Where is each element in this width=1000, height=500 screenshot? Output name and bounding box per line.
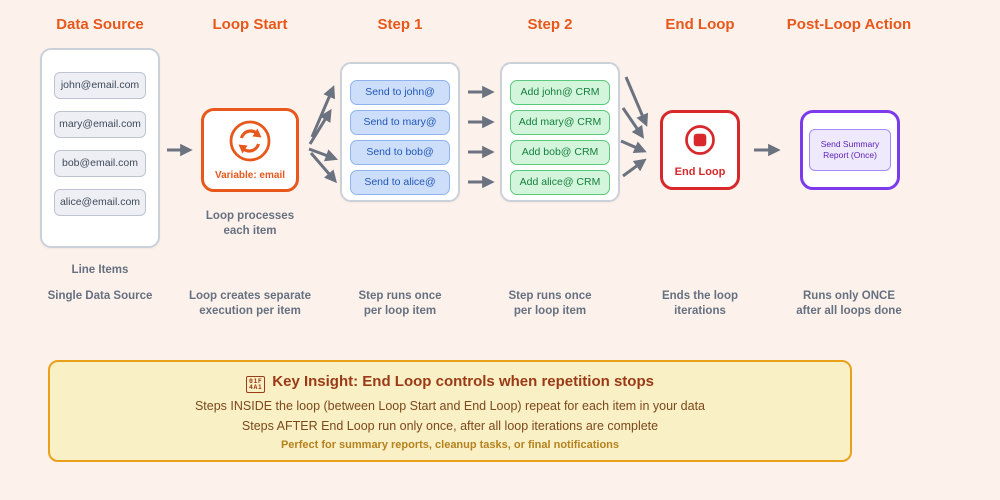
- insight-line-1: Steps INSIDE the loop (between Loop Star…: [194, 398, 706, 413]
- arrow-converge-endloop-1: [624, 76, 649, 127]
- step2-node: Add john@ CRM Add mary@ CRM Add bob@ CRM…: [500, 62, 620, 202]
- caption-line: per loop item: [513, 305, 587, 317]
- end-loop-caption: Ends the loop iterations: [625, 289, 775, 319]
- step1-item: Send to mary@: [350, 110, 450, 135]
- caption-line: execution per item: [199, 305, 301, 317]
- arrow-loop-fanout-2: [308, 108, 332, 145]
- insight-line-3: Perfect for summary reports, cleanup tas…: [280, 438, 620, 451]
- post-loop-node: Send Summary Report (Once): [800, 110, 900, 190]
- caption-line: Runs only ONCE: [802, 290, 895, 302]
- insight-title-text: Key Insight: End Loop controls when repe…: [272, 373, 654, 390]
- arrow-converge-endloop-4: [622, 158, 647, 178]
- data-source-label: Line Items: [71, 264, 129, 276]
- note-line: Loop processes: [205, 210, 295, 222]
- caption-line: Step runs once: [508, 290, 592, 302]
- data-source-row: bob@email.com: [54, 150, 146, 177]
- arrow-converge-endloop-3: [620, 139, 647, 154]
- data-source-row: john@email.com: [54, 72, 146, 99]
- arrow-loop-fanout-1: [310, 85, 336, 138]
- step2-item: Add mary@ CRM: [510, 110, 610, 135]
- end-loop-node: End Loop: [660, 110, 740, 190]
- caption-line: iterations: [674, 305, 726, 317]
- action-line: Send Summary: [820, 139, 880, 149]
- header-loop-start: Loop Start: [212, 16, 288, 33]
- step1-node: Send to john@ Send to mary@ Send to bob@…: [340, 62, 460, 202]
- post-loop-caption: Runs only ONCE after all loops done: [759, 289, 939, 319]
- loop-start-node: Variable: email: [201, 108, 299, 192]
- caption-line: Ends the loop: [661, 290, 739, 302]
- caption-line: after all loops done: [796, 305, 902, 317]
- caption-line: Loop creates separate: [188, 290, 312, 302]
- loop-variable-label: Variable: email: [214, 170, 286, 181]
- caption-line: Step runs once: [358, 290, 442, 302]
- header-step-2: Step 2: [527, 16, 573, 33]
- caption-line: per loop item: [363, 305, 437, 317]
- stop-icon: [682, 122, 718, 163]
- arrow-converge-endloop-2: [621, 107, 645, 139]
- step1-item: Send to alice@: [350, 170, 450, 195]
- step1-item: Send to john@: [350, 80, 450, 105]
- data-source-node: john@email.com mary@email.com bob@email.…: [40, 48, 160, 248]
- header-data-source: Data Source: [56, 16, 144, 33]
- arrow-loop-fanout-3: [308, 147, 339, 162]
- data-source-row: mary@email.com: [54, 111, 146, 138]
- header-end-loop: End Loop: [665, 16, 735, 33]
- step1-caption: Step runs once per loop item: [325, 289, 475, 319]
- header-step-1: Step 1: [377, 16, 423, 33]
- post-loop-action-box: Send Summary Report (Once): [809, 129, 891, 171]
- arrow-loop-fanout-4: [309, 152, 338, 184]
- header-post-loop-action: Post-Loop Action: [786, 16, 912, 33]
- step2-item: Add john@ CRM: [510, 80, 610, 105]
- step1-item: Send to bob@: [350, 140, 450, 165]
- loop-start-note: Loop processes each item: [175, 209, 325, 239]
- step2-caption: Step runs once per loop item: [475, 289, 625, 319]
- step2-item: Add alice@ CRM: [510, 170, 610, 195]
- loop-start-caption: Loop creates separate execution per item: [155, 289, 345, 319]
- loop-refresh-icon: [228, 119, 272, 168]
- note-line: each item: [223, 225, 277, 237]
- action-line: Report (Once): [823, 150, 877, 160]
- insight-line-2: Steps AFTER End Loop run only once, afte…: [241, 418, 659, 433]
- data-source-row: alice@email.com: [54, 189, 146, 216]
- step2-item: Add bob@ CRM: [510, 140, 610, 165]
- end-loop-label: End Loop: [674, 166, 726, 178]
- data-source-caption: Single Data Source: [47, 290, 153, 302]
